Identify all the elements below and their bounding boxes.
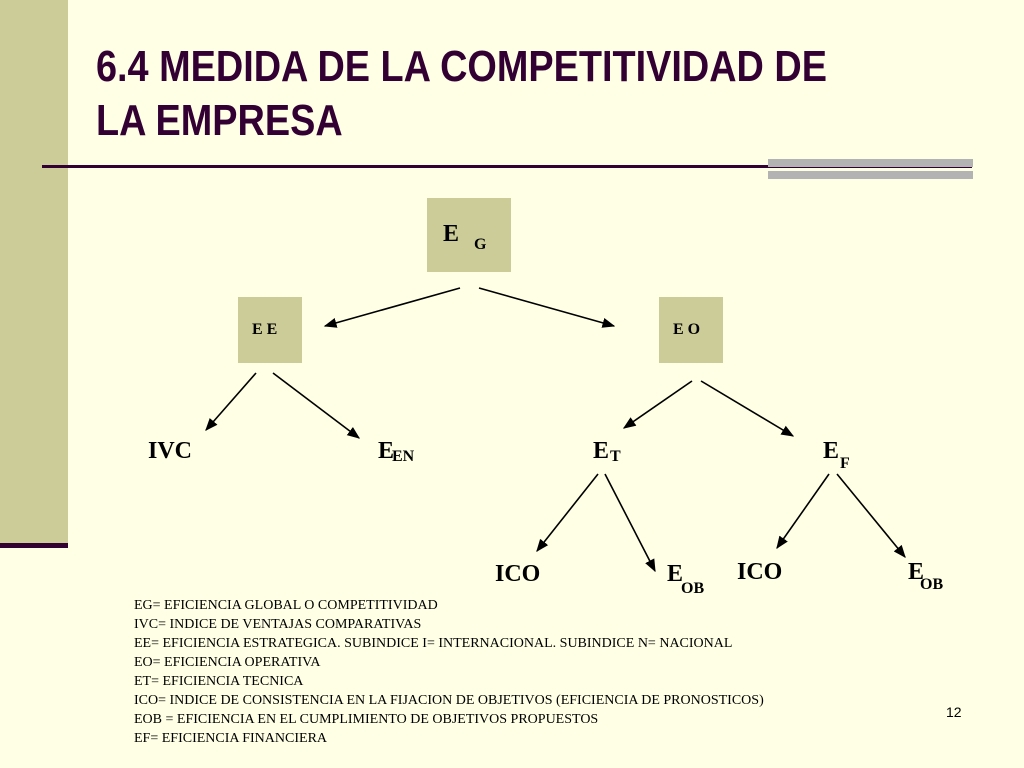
legend: EG= EFICIENCIA GLOBAL O COMPETITIVIDAD I…: [134, 596, 764, 748]
title-accent-bottom: [768, 171, 973, 179]
arrow-eg-to-eo: [478, 287, 616, 328]
node-ivc: IVC: [148, 438, 193, 464]
node-ico-left: ICO: [495, 561, 541, 587]
arrow-ee-to-ivc: [205, 372, 257, 431]
slide-title: 6.4 MEDIDA DE LA COMPETITIVIDAD DE LA EM…: [96, 42, 827, 145]
arrow-ee-to-een: [272, 372, 361, 439]
node-eo: E O: [659, 297, 723, 363]
node-eob-left-main: E: [667, 561, 684, 587]
title-rule: [42, 165, 972, 168]
node-eg-main: E: [443, 221, 460, 247]
node-ee: E E: [238, 297, 302, 363]
node-een-sub: EN: [392, 448, 415, 465]
node-eob-right-main: E: [908, 559, 925, 585]
node-eob-left-sub: OB: [681, 580, 705, 597]
arrow-et-to-ico: [536, 473, 599, 553]
node-eg: E G: [427, 198, 511, 272]
arrow-eo-to-ef: [700, 380, 795, 437]
node-eo-label: E O: [673, 321, 701, 338]
legend-line: IVC= INDICE DE VENTAJAS COMPARATIVAS: [134, 617, 422, 632]
legend-line: EO= EFICIENCIA OPERATIVA: [134, 655, 321, 670]
node-ef-sub: F: [840, 455, 850, 472]
title-accent-top: [768, 159, 973, 167]
node-ee-label: E E: [252, 321, 278, 338]
legend-line: ICO= INDICE DE CONSISTENCIA EN LA FIJACI…: [134, 693, 764, 708]
page-number: 12: [946, 704, 962, 720]
node-een-main: E: [378, 438, 395, 464]
node-eob-right-sub: OB: [920, 576, 944, 593]
side-accent-bar: [0, 0, 68, 546]
arrow-et-to-eob: [604, 473, 656, 573]
node-ef-main: E: [823, 438, 840, 464]
arrow-ef-to-eob: [836, 473, 906, 558]
legend-line: ET= EFICIENCIA TECNICA: [134, 674, 304, 689]
node-eg-sub: G: [474, 236, 487, 253]
arrow-eg-to-ee: [323, 287, 461, 328]
node-ico-right: ICO: [737, 559, 783, 585]
legend-line: EF= EFICIENCIA FINANCIERA: [134, 731, 328, 746]
legend-line: EE= EFICIENCIA ESTRATEGICA. SUBINDICE I=…: [134, 636, 733, 651]
node-et-sub: T: [610, 448, 621, 465]
side-accent-line: [0, 543, 68, 548]
arrow-eo-to-et: [622, 380, 693, 429]
legend-line: EOB = EFICIENCIA EN EL CUMPLIMIENTO DE O…: [134, 712, 599, 727]
arrow-ef-to-ico: [776, 473, 830, 550]
legend-line: EG= EFICIENCIA GLOBAL O COMPETITIVIDAD: [134, 598, 438, 613]
node-et-main: E: [593, 438, 610, 464]
